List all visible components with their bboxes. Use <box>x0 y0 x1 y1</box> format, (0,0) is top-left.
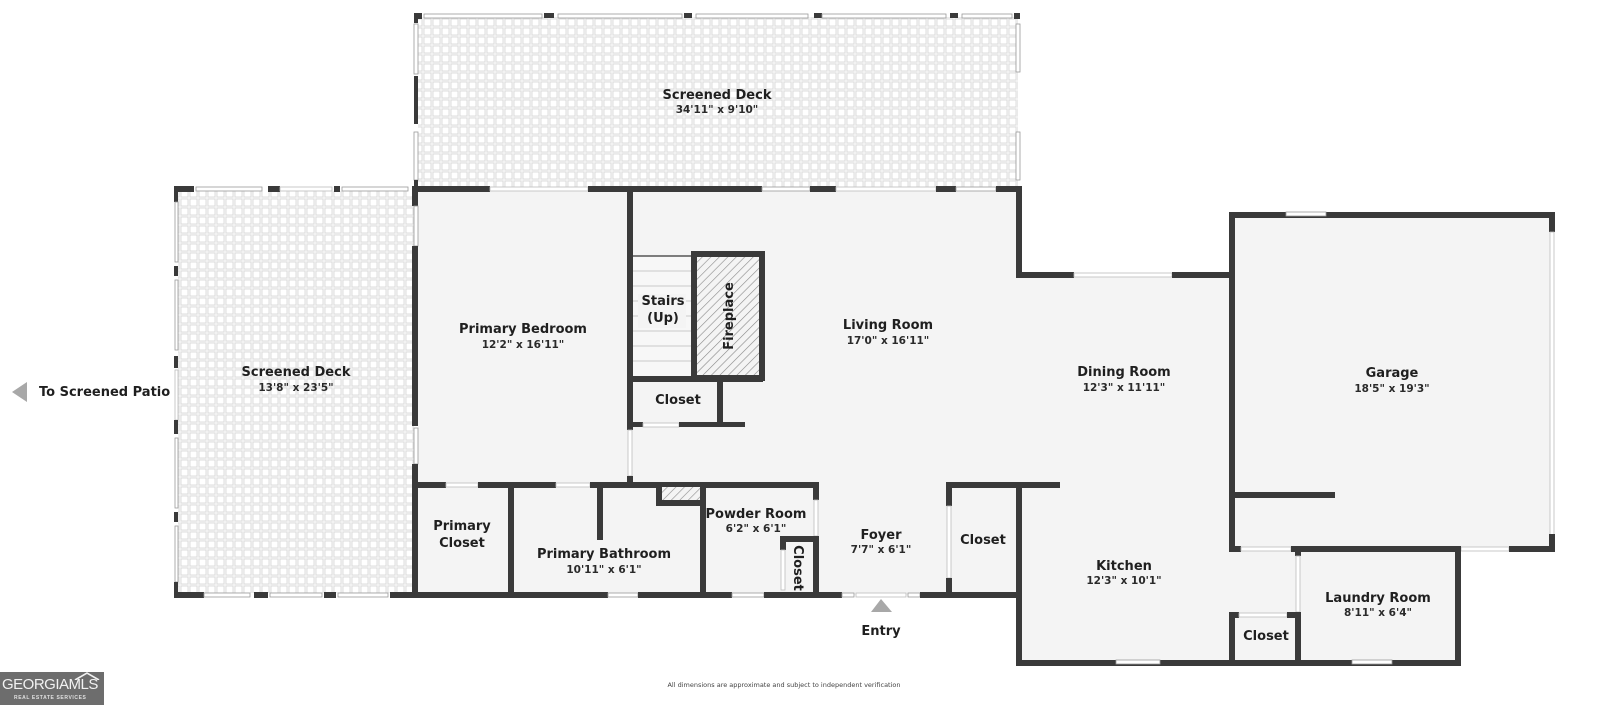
screened-deck-left-floor <box>178 191 414 593</box>
svg-text:34'11" x 9'10": 34'11" x 9'10" <box>676 104 759 116</box>
svg-text:Primary Bedroom: Primary Bedroom <box>459 322 587 337</box>
top-deck-walls <box>413 13 1021 192</box>
svg-text:12'3" x 10'1": 12'3" x 10'1" <box>1086 575 1161 587</box>
logo-wordmark: GEORGIAMLS <box>2 676 98 693</box>
svg-text:18'5" x 19'3": 18'5" x 19'3" <box>1354 383 1429 395</box>
main-walls <box>412 186 1555 666</box>
bathroom-shelf <box>662 487 700 500</box>
svg-text:Stairs: Stairs <box>642 294 685 309</box>
svg-text:Closet: Closet <box>790 545 805 591</box>
fireplace-hearth <box>691 251 765 381</box>
svg-text:Powder Room: Powder Room <box>706 507 807 522</box>
svg-text:8'11" x 6'4": 8'11" x 6'4" <box>1344 607 1412 619</box>
svg-text:Closet: Closet <box>1243 629 1289 644</box>
svg-text:Entry: Entry <box>861 624 901 639</box>
room-powder-closet: Closet <box>790 545 805 591</box>
logo-tagline: REAL ESTATE SERVICES <box>14 695 87 701</box>
svg-text:Garage: Garage <box>1366 366 1419 381</box>
room-screened-deck-left: Screened Deck 13'8" x 23'5" <box>242 365 351 394</box>
svg-text:Screened Deck: Screened Deck <box>663 88 772 103</box>
room-foyer-closet: Closet <box>960 533 1006 548</box>
svg-text:Primary Bathroom: Primary Bathroom <box>537 547 671 562</box>
left-deck-walls <box>174 186 420 598</box>
entry-marker: Entry <box>861 599 901 639</box>
svg-text:Primary: Primary <box>433 519 491 534</box>
room-laundry-room: Laundry Room 8'11" x 6'4" <box>1325 591 1431 619</box>
svg-text:13'8" x 23'5": 13'8" x 23'5" <box>258 382 333 394</box>
up-arrow-icon <box>871 599 892 612</box>
svg-text:Living Room: Living Room <box>843 318 933 333</box>
svg-text:Dining Room: Dining Room <box>1077 365 1170 380</box>
svg-text:Foyer: Foyer <box>861 528 903 543</box>
svg-text:Closet: Closet <box>439 536 485 551</box>
screened-deck-top-floor <box>418 17 1018 187</box>
room-dining-room: Dining Room 12'3" x 11'11" <box>1077 365 1170 394</box>
left-arrow-icon <box>12 382 27 402</box>
svg-text:Kitchen: Kitchen <box>1096 559 1152 574</box>
roof-icon <box>74 672 100 680</box>
svg-text:17'0" x 16'11": 17'0" x 16'11" <box>847 335 930 347</box>
room-kitchen: Kitchen 12'3" x 10'1" <box>1086 559 1161 587</box>
svg-text:Closet: Closet <box>960 533 1006 548</box>
disclaimer-text: All dimensions are approximate and subje… <box>667 681 900 689</box>
svg-text:(Up): (Up) <box>647 311 679 326</box>
room-fireplace: Fireplace <box>722 282 737 350</box>
svg-text:12'2" x 16'11": 12'2" x 16'11" <box>482 339 565 351</box>
svg-text:Fireplace: Fireplace <box>722 282 737 350</box>
svg-text:10'11" x 6'1": 10'11" x 6'1" <box>566 564 641 576</box>
svg-text:Screened Deck: Screened Deck <box>242 365 351 380</box>
room-garage: Garage 18'5" x 19'3" <box>1354 366 1429 395</box>
room-powder-room: Powder Room 6'2" x 6'1" <box>706 507 807 535</box>
svg-text:Closet: Closet <box>655 393 701 408</box>
svg-text:6'2" x 6'1": 6'2" x 6'1" <box>726 523 787 535</box>
svg-text:To Screened Patio: To Screened Patio <box>39 385 170 400</box>
room-stairs: Stairs (Up) <box>638 294 686 328</box>
room-foyer: Foyer 7'7" x 6'1" <box>851 528 912 556</box>
room-primary-bedroom: Primary Bedroom 12'2" x 16'11" <box>459 322 587 351</box>
room-living-room: Living Room 17'0" x 16'11" <box>843 318 933 347</box>
to-screened-patio-marker: To Screened Patio <box>12 382 170 402</box>
room-primary-closet: Primary Closet <box>433 519 491 551</box>
room-stair-closet: Closet <box>655 393 701 408</box>
room-laundry-closet: Closet <box>1243 629 1289 644</box>
svg-text:7'7" x 6'1": 7'7" x 6'1" <box>851 544 912 556</box>
room-primary-bathroom: Primary Bathroom 10'11" x 6'1" <box>537 547 671 576</box>
svg-text:Laundry Room: Laundry Room <box>1325 591 1431 606</box>
svg-text:12'3" x 11'11": 12'3" x 11'11" <box>1083 382 1166 394</box>
georgia-mls-logo: GEORGIAMLS REAL ESTATE SERVICES <box>0 672 104 705</box>
room-screened-deck-top: Screened Deck 34'11" x 9'10" <box>663 88 772 116</box>
interior-walls <box>412 190 1301 664</box>
